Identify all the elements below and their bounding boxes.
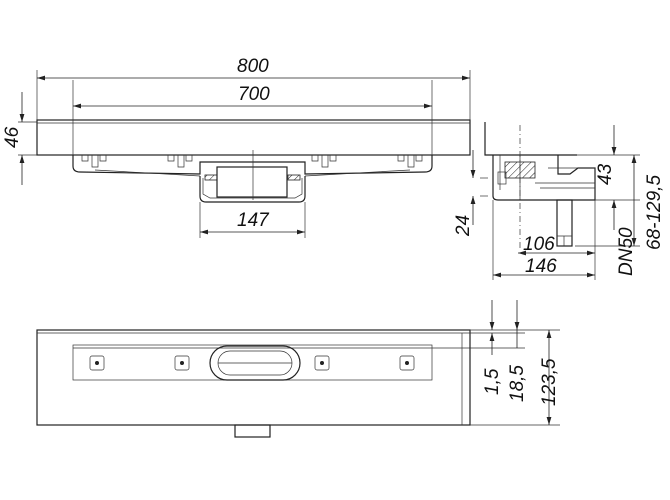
dim-1-5: 1,5 (482, 368, 503, 395)
mounting-clips (81, 155, 423, 168)
dim-147: 147 (237, 210, 270, 231)
dim-46: 46 (2, 126, 23, 148)
dim-68-129-5: 68-129,5 (644, 175, 665, 250)
dim-43: 43 (595, 163, 616, 185)
dim-146: 146 (525, 256, 557, 277)
dim-106: 106 (523, 234, 555, 255)
front-view (36, 80, 471, 203)
dim-24: 24 (453, 215, 474, 237)
side-view (480, 122, 596, 250)
dim-123-5: 123,5 (539, 358, 560, 406)
dim-18-5: 18,5 (507, 365, 528, 402)
bolts (89, 355, 415, 371)
top-view (36, 329, 471, 438)
dim-800: 800 (237, 56, 269, 77)
dim-700: 700 (238, 84, 270, 105)
dim-dn50: DN50 (616, 227, 637, 276)
